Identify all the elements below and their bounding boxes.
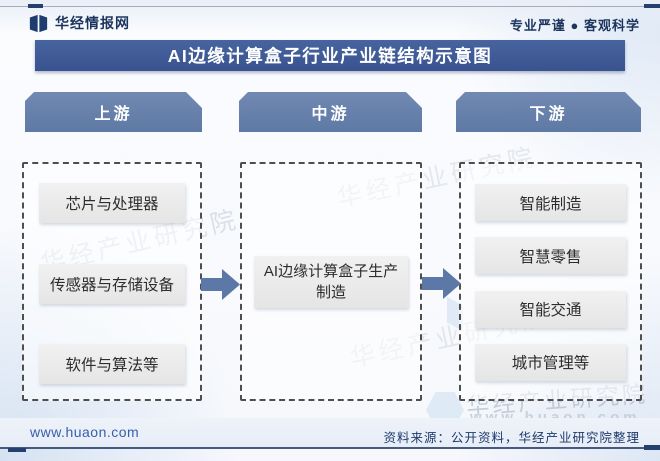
tagline: 专业严谨 ● 客观科学 <box>509 18 640 33</box>
bottom-left-dash <box>8 448 26 452</box>
upstream-item: 芯片与处理器 <box>39 183 185 223</box>
upstream-item: 传感器与存储设备 <box>39 263 185 304</box>
footer-website: www.huaon.com <box>30 424 140 440</box>
downstream-item: 智能交通 <box>475 290 626 328</box>
bottom-right-dash <box>644 445 660 450</box>
footer-band <box>0 418 660 447</box>
arrow-right-icon <box>422 267 462 300</box>
midstream-header: 中游 <box>239 92 422 132</box>
upstream-panel: 芯片与处理器 传感器与存储设备 软件与算法等 <box>22 162 202 401</box>
brand-name: 华经情报网 <box>55 15 130 31</box>
brand: 华经情报网 <box>28 13 130 33</box>
downstream-panel: 智能制造 智慧零售 智能交通 城市管理等 <box>459 162 642 401</box>
midstream-panel: AI边缘计算盒子生产制造 <box>240 162 422 401</box>
top-rule <box>0 6 660 7</box>
arrow-right-icon <box>201 268 241 301</box>
midstream-item: AI边缘计算盒子生产制造 <box>254 255 408 308</box>
downstream-item: 城市管理等 <box>475 343 626 381</box>
footer-source: 资料来源：公开资料，华经产业研究院整理 <box>383 431 640 445</box>
huajing-logo-icon <box>28 14 49 33</box>
top-left-dash <box>28 4 43 8</box>
downstream-item: 智能制造 <box>475 184 626 221</box>
upstream-item: 软件与算法等 <box>39 344 185 384</box>
downstream-header: 下游 <box>456 92 641 132</box>
downstream-item: 智慧零售 <box>475 237 626 275</box>
title-bar: AI边缘计算盒子行业产业链结构示意图 <box>35 40 625 71</box>
footer-rule <box>0 447 660 449</box>
upstream-header: 上游 <box>25 92 202 132</box>
page-title: AI边缘计算盒子行业产业链结构示意图 <box>167 46 493 66</box>
top-band <box>0 0 660 34</box>
top-right-dash <box>644 4 660 8</box>
